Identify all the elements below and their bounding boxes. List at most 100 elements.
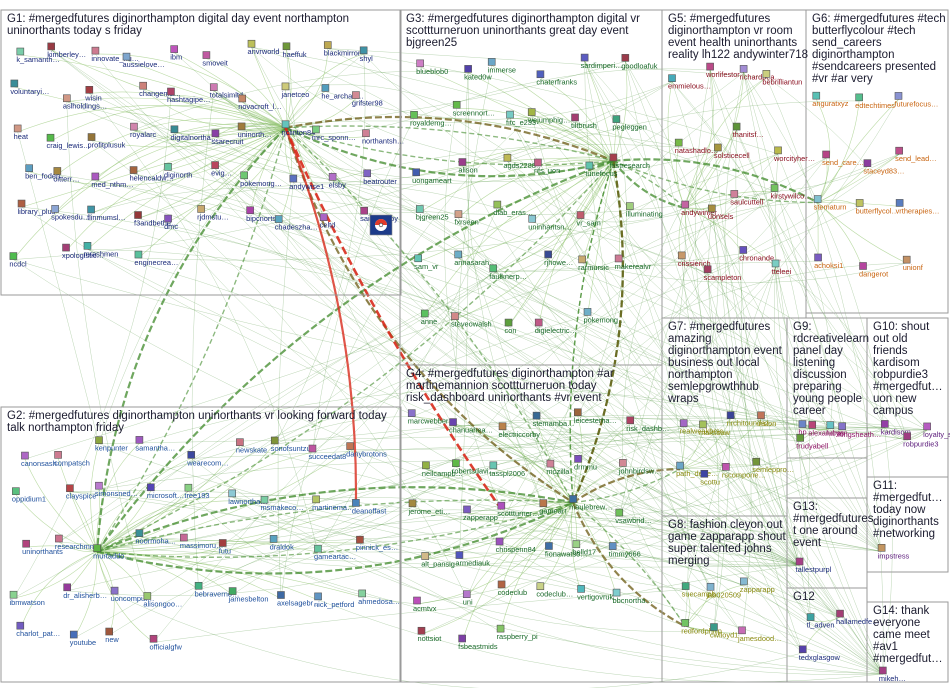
node[interactable]: smoveit <box>202 51 228 68</box>
node[interactable]: compatsch <box>54 451 90 467</box>
node[interactable]: redfordphilip <box>681 619 722 635</box>
node[interactable]: bebrilliantun <box>762 70 802 86</box>
node[interactable]: con <box>505 318 517 335</box>
node[interactable]: crissierich <box>678 251 711 268</box>
node[interactable]: uninorthants <box>22 539 63 556</box>
node[interactable]: goodloafuk <box>621 54 658 70</box>
node[interactable]: elsby <box>329 173 347 189</box>
node[interactable]: andywise1 <box>289 174 324 191</box>
node[interactable]: tallestpurpl <box>796 557 832 574</box>
node[interactable]: sonofsuntzu <box>271 436 311 453</box>
node[interactable]: tteleei <box>772 259 792 276</box>
node[interactable]: belld17 <box>572 540 596 557</box>
node[interactable]: blueblob0 <box>416 59 448 76</box>
node[interactable]: electriccorby <box>499 422 541 439</box>
node[interactable]: f3andbethe… <box>134 211 178 228</box>
node[interactable]: canonsash… <box>21 451 64 468</box>
node[interactable]: annasarah… <box>454 250 497 267</box>
node[interactable]: bjgreen25 <box>416 205 449 221</box>
node[interactable]: pinnick_es… <box>356 535 398 552</box>
node[interactable]: profitplusuk <box>88 133 126 150</box>
node[interactable]: andywinter… <box>681 200 724 217</box>
node[interactable]: mrc_sponn… <box>312 125 356 142</box>
node[interactable]: agds2288 <box>503 153 536 170</box>
node[interactable]: chaterfranks <box>536 70 577 87</box>
node[interactable]: cwlloyd1 <box>710 623 738 640</box>
node[interactable]: insion <box>757 411 776 428</box>
node[interactable]: xpologistic… <box>62 243 104 260</box>
node[interactable]: drmmu <box>574 455 597 471</box>
node[interactable]: timmy666 <box>609 542 641 559</box>
node[interactable]: screennort… <box>453 100 495 117</box>
node[interactable]: noormoha… <box>135 529 176 546</box>
node[interactable]: worlifestor <box>705 62 740 79</box>
node[interactable]: aussielove… <box>122 52 165 69</box>
node[interactable]: pokemong… <box>584 308 626 324</box>
node[interactable]: robertsdavi… <box>452 459 496 476</box>
node[interactable]: uongameart <box>412 168 452 185</box>
node[interactable]: fxrseen <box>454 210 479 227</box>
node[interactable]: jab020509 <box>706 582 742 599</box>
node[interactable]: suecampb… <box>682 582 724 599</box>
node[interactable]: ben_foden <box>25 164 60 181</box>
node[interactable]: steveowalsh <box>451 312 492 329</box>
node[interactable]: path_depe… <box>676 461 718 478</box>
node[interactable]: gameartac… <box>314 544 356 561</box>
node[interactable]: blackmirror <box>324 41 361 58</box>
node[interactable]: neilcampb… <box>422 461 463 478</box>
node[interactable]: jerome_eti… <box>407 499 450 516</box>
node[interactable]: royaldemg… <box>410 111 452 127</box>
node[interactable]: zapparapp <box>740 577 775 594</box>
node[interactable]: rifs_uon <box>534 158 560 175</box>
node[interactable]: haeffuk <box>282 42 307 59</box>
node[interactable]: natashadlo… <box>675 138 719 155</box>
node[interactable]: fastresearch <box>609 153 650 170</box>
node[interactable]: axelsagebr… <box>277 591 321 608</box>
node[interactable]: spokesdu… <box>51 205 90 221</box>
node[interactable]: butterflycol… <box>856 199 899 215</box>
node[interactable]: vr_sam <box>577 211 601 228</box>
node[interactable]: uonsels <box>708 204 734 221</box>
node[interactable]: anne <box>421 309 437 326</box>
node[interactable]: codeclub <box>498 580 528 597</box>
node[interactable]: dlab_eras… <box>493 200 533 217</box>
node[interactable]: lawnortha… <box>228 489 268 506</box>
node[interactable]: scottu <box>700 469 720 486</box>
node[interactable]: realweakbrsc… <box>680 419 731 436</box>
node[interactable]: maulebrew… <box>569 495 613 511</box>
node[interactable]: changema… <box>139 81 181 98</box>
node[interactable]: faulknerp… <box>489 264 527 281</box>
node[interactable]: med_nthm… <box>91 172 134 189</box>
node[interactable]: gameart <box>539 499 566 516</box>
node[interactable]: ibm <box>170 45 182 62</box>
node[interactable]: thanitsf… <box>733 122 764 139</box>
node[interactable]: hp <box>798 420 807 437</box>
node[interactable]: tl_adven <box>807 613 835 630</box>
node[interactable]: send_care… <box>822 150 864 167</box>
node[interactable]: samantha… <box>135 436 175 452</box>
node[interactable]: diginorth <box>164 163 192 179</box>
node[interactable]: jamesdood… <box>737 626 782 643</box>
node[interactable]: acmtvx <box>413 596 437 613</box>
node[interactable]: grifster98 <box>352 91 383 108</box>
node[interactable]: hallamedfe… <box>836 609 880 626</box>
node[interactable]: rscompone… <box>722 463 766 479</box>
node[interactable]: johnbirdsw… <box>618 459 662 475</box>
node[interactable]: send_lead… <box>895 146 937 163</box>
node[interactable]: worcityher… <box>773 146 815 163</box>
node[interactable]: risk_dashb… <box>626 416 669 433</box>
node[interactable]: marcwebber <box>408 409 449 426</box>
node[interactable]: msmakeco… <box>261 495 304 512</box>
node[interactable]: chanuahea… <box>449 418 493 435</box>
node[interactable]: hashtagipe… <box>167 87 211 104</box>
node[interactable]: flinmumsl… <box>87 205 126 222</box>
node[interactable]: bipcnorts… <box>246 206 284 223</box>
node[interactable]: edtechtimes <box>855 93 895 110</box>
node[interactable]: impstress <box>878 544 910 560</box>
node[interactable]: solsticecell <box>714 143 750 160</box>
node[interactable]: rjclinton84 <box>282 120 316 137</box>
node[interactable]: vrtherapies… <box>896 199 940 215</box>
node[interactable]: unionf <box>903 255 924 272</box>
node[interactable]: uninhantsn… <box>528 214 572 231</box>
node[interactable]: digitalnortha… <box>170 125 218 142</box>
